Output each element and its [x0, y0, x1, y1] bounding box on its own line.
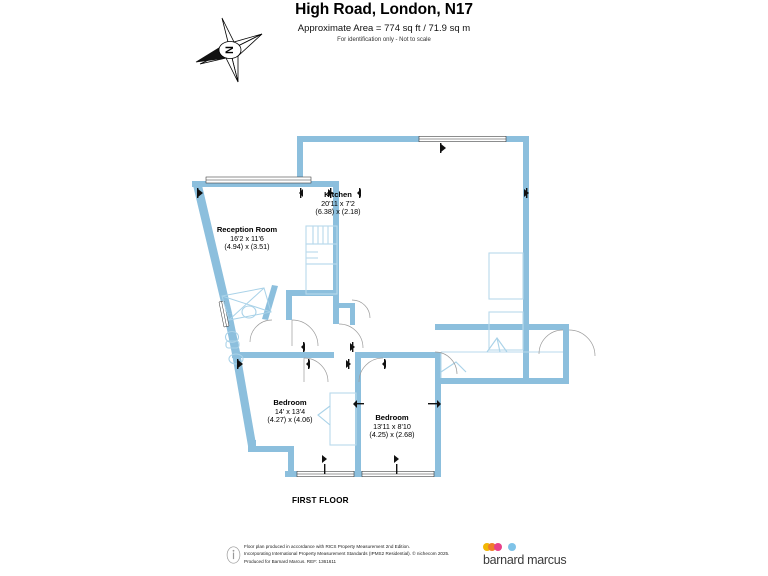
room-name: Bedroom	[273, 398, 307, 407]
page-title: High Road, London, N17	[295, 1, 473, 18]
svg-text:N: N	[224, 46, 236, 54]
brand-dots	[483, 542, 543, 552]
room-dimension-metric: (6.38) x (2.18)	[315, 206, 361, 216]
compass-rose-icon: N	[192, 12, 268, 88]
room-name: Reception Room	[216, 225, 278, 234]
footer-disclaimer-block: Floor plan produced in accordance with R…	[244, 543, 494, 565]
plan-footer: Floor plan produced in accordance with R…	[0, 538, 768, 576]
room-name: Bedroom	[375, 413, 409, 422]
brand-dot-orange	[488, 543, 496, 551]
brand-dot-blue	[508, 543, 516, 551]
room-dimension-imperial: 14' x 13'4	[274, 406, 306, 416]
room-label-bedroom-2: Bedroom 13'11 x 8'10 (4.25) x (2.68)	[369, 413, 415, 439]
room-dimension-imperial: 16'2 x 11'6	[230, 233, 264, 243]
room-label-bedroom-1: Bedroom 14' x 13'4 (4.27) x (4.06)	[267, 398, 313, 424]
footer-line-1: Floor plan produced in accordance with R…	[244, 544, 410, 549]
footer-line-2: Incorporating International Property Mea…	[244, 551, 450, 557]
brand-dot-yellow	[483, 543, 491, 551]
approximate-area-text: Approximate Area = 774 sq ft / 71.9 sq m	[297, 23, 471, 34]
room-dimension-metric: (4.27) x (4.06)	[267, 414, 313, 424]
room-label-kitchen: Kitchen 20'11 x 7'2 (6.38) x (2.18)	[315, 190, 361, 216]
brand-name: barnard marcus	[483, 553, 567, 567]
room-label-reception-room: Reception Room 16'2 x 11'6 (4.94) x (3.5…	[216, 225, 278, 251]
room-dimension-metric: (4.25) x (2.68)	[369, 429, 415, 439]
brand-logo: barnard marcus	[483, 542, 603, 567]
room-dimension-metric: (4.94) x (3.51)	[224, 241, 270, 251]
floor-level-label: FIRST FLOOR	[292, 496, 349, 505]
brand-dot-pink	[494, 543, 502, 551]
room-name: Kitchen	[324, 190, 352, 199]
disclaimer-text: For identification only - Not to scale	[337, 37, 431, 43]
plan-header: High Road, London, N17 Approximate Area …	[0, 0, 768, 43]
info-icon	[226, 546, 241, 564]
footer-line-3: Produced for Barnard Marcus. REF: 136161…	[244, 558, 337, 564]
room-dimension-imperial: 20'11 x 7'2	[321, 198, 355, 208]
room-dimension-imperial: 13'11 x 8'10	[373, 421, 411, 431]
